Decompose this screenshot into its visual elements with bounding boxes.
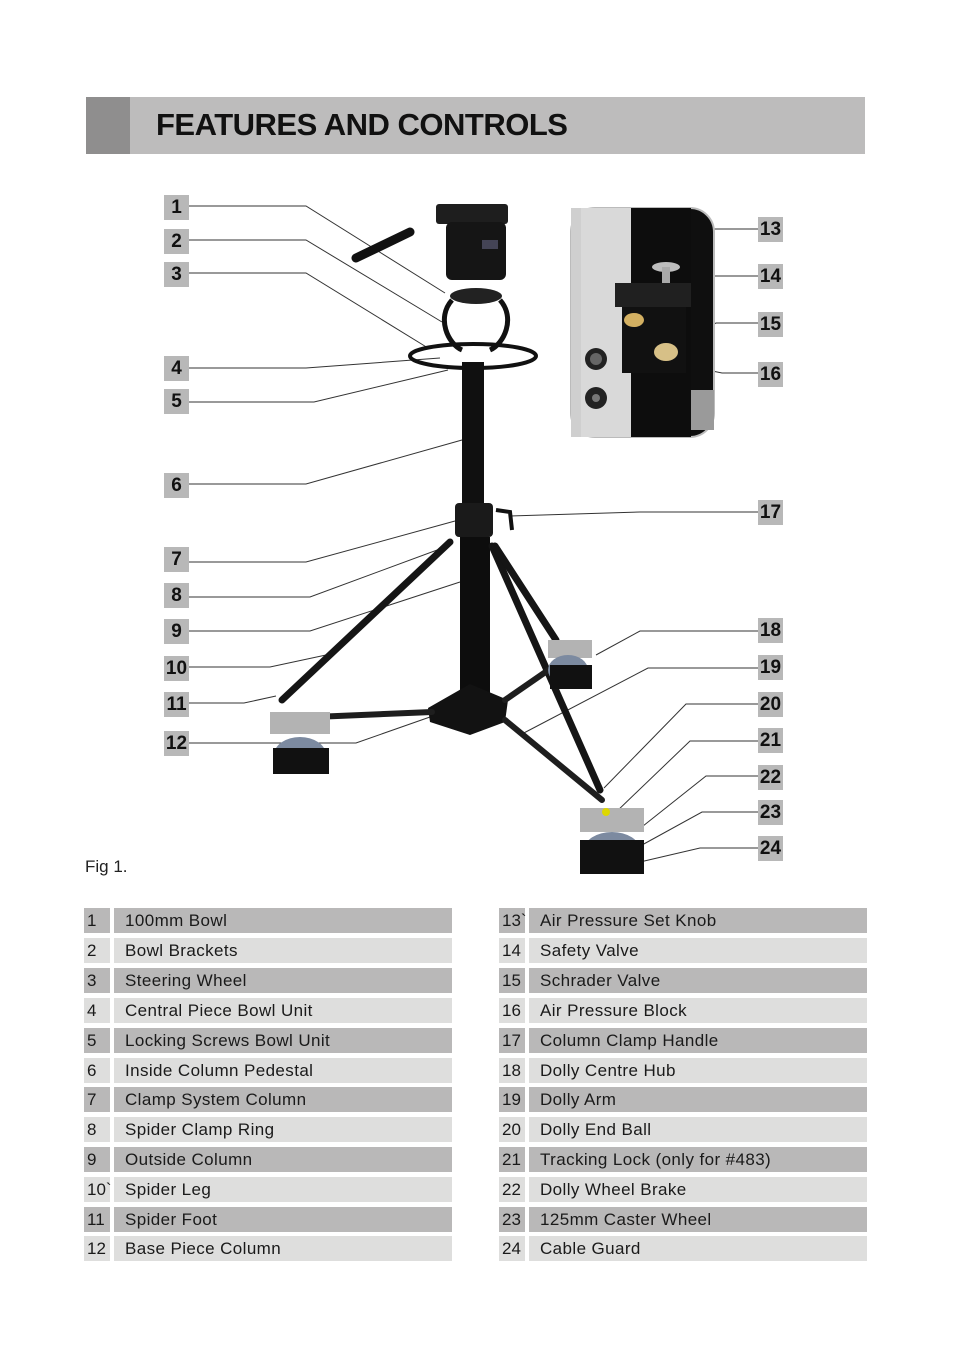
legend-num: 5 — [84, 1028, 110, 1053]
header-accent-block — [86, 97, 130, 154]
legend-num: 7 — [84, 1087, 110, 1112]
legend-label: Air Pressure Set Knob — [529, 908, 867, 933]
callout-12: 12 — [164, 731, 189, 756]
legend-label: Spider Clamp Ring — [114, 1117, 452, 1142]
legend-num: 18 — [499, 1058, 525, 1083]
callout-20: 20 — [758, 692, 783, 717]
callout-16: 16 — [758, 362, 783, 387]
legend-label: Bowl Brackets — [114, 938, 452, 963]
legend-label: Schrader Valve — [529, 968, 867, 993]
outer-column — [460, 537, 490, 699]
callout-3: 3 — [164, 262, 189, 287]
fluid-head — [351, 204, 508, 304]
legend-label: Base Piece Column — [114, 1236, 452, 1261]
callout-13: 13 — [758, 217, 783, 242]
legend-label: Tracking Lock (only for #483) — [529, 1147, 867, 1172]
callout-22: 22 — [758, 765, 783, 790]
legend-num: 2 — [84, 938, 110, 963]
callout-19: 19 — [758, 655, 783, 680]
legend-num: 21 — [499, 1147, 525, 1172]
callout-5: 5 — [164, 389, 189, 414]
legend-label: Dolly Wheel Brake — [529, 1177, 867, 1202]
legend-num: 24 — [499, 1236, 525, 1261]
inner-column — [462, 362, 484, 504]
legend-label: 100mm Bowl — [114, 908, 452, 933]
callout-10: 10 — [164, 656, 189, 681]
callout-6: 6 — [164, 473, 189, 498]
legend-num: 3 — [84, 968, 110, 993]
caster-wheels — [270, 640, 644, 874]
callout-9: 9 — [164, 619, 189, 644]
legend-label: Safety Valve — [529, 938, 867, 963]
legend-num: 1 — [84, 908, 110, 933]
legend-num: 23 — [499, 1207, 525, 1232]
legend-label: Dolly Centre Hub — [529, 1058, 867, 1083]
legend-num: 20 — [499, 1117, 525, 1142]
callout-23: 23 — [758, 800, 783, 825]
section-header: FEATURES AND CONTROLS — [86, 97, 865, 154]
legend-num: 9 — [84, 1147, 110, 1172]
callout-1: 1 — [164, 195, 189, 220]
base-hub — [428, 684, 508, 735]
callout-2: 2 — [164, 229, 189, 254]
legend-num: 6 — [84, 1058, 110, 1083]
callout-24: 24 — [758, 836, 783, 861]
callout-8: 8 — [164, 583, 189, 608]
callout-4: 4 — [164, 356, 189, 381]
legend-label: Inside Column Pedestal — [114, 1058, 452, 1083]
legend-num: 15 — [499, 968, 525, 993]
legend-num: 16 — [499, 998, 525, 1023]
legend-num: 22 — [499, 1177, 525, 1202]
callout-14: 14 — [758, 264, 783, 289]
callout-15: 15 — [758, 312, 783, 337]
air-pressure-inset — [570, 207, 715, 438]
legend-label: Steering Wheel — [114, 968, 452, 993]
legend-label: Column Clamp Handle — [529, 1028, 867, 1053]
legend-num: 4 — [84, 998, 110, 1023]
legend-num: 11 — [84, 1207, 110, 1232]
callout-18: 18 — [758, 618, 783, 643]
legend-label: Air Pressure Block — [529, 998, 867, 1023]
legend-num: 12 — [84, 1236, 110, 1261]
callout-11: 11 — [164, 692, 189, 717]
legend-label: Dolly End Ball — [529, 1117, 867, 1142]
legend-num: 17 — [499, 1028, 525, 1053]
legend-label: Outside Column — [114, 1147, 452, 1172]
legend-label: 125mm Caster Wheel — [529, 1207, 867, 1232]
legend-num: 8 — [84, 1117, 110, 1142]
legend-label: Cable Guard — [529, 1236, 867, 1261]
legend-num: 10` — [84, 1177, 112, 1202]
legend-num: 19 — [499, 1087, 525, 1112]
legend-label: Spider Foot — [114, 1207, 452, 1232]
legend-num: 14 — [499, 938, 525, 963]
callout-7: 7 — [164, 547, 189, 572]
page-title: FEATURES AND CONTROLS — [156, 107, 568, 142]
legend-label: Dolly Arm — [529, 1087, 867, 1112]
legend-label: Spider Leg — [114, 1177, 452, 1202]
pedestal-diagram — [189, 204, 758, 874]
callout-17: 17 — [758, 500, 783, 525]
legend-label: Central Piece Bowl Unit — [114, 998, 452, 1023]
legend-label: Clamp System Column — [114, 1087, 452, 1112]
figure-caption: Fig 1. — [85, 857, 128, 876]
legend-label: Locking Screws Bowl Unit — [114, 1028, 452, 1053]
legend-num: 13` — [499, 908, 527, 933]
callout-21: 21 — [758, 728, 783, 753]
